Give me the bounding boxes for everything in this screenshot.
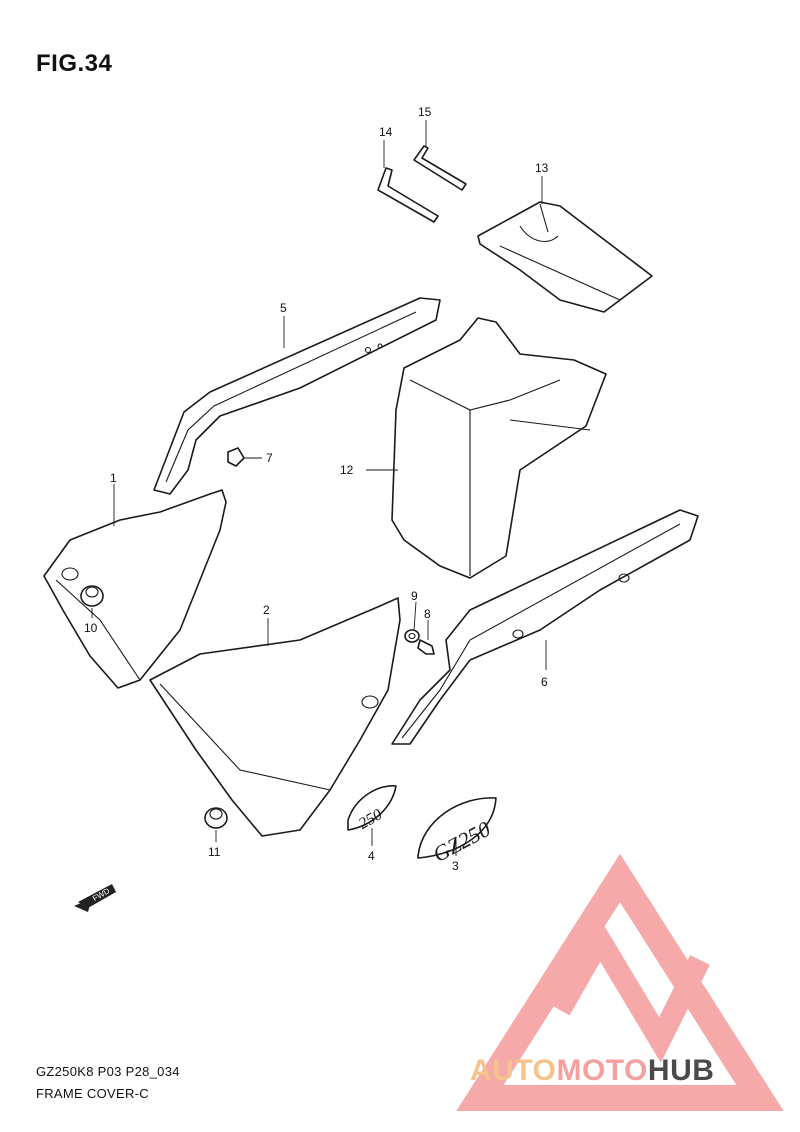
part-15-hex-wrench-small bbox=[413, 145, 467, 191]
part-8-bolt bbox=[417, 639, 435, 655]
callout-2: 2 bbox=[263, 603, 270, 617]
part-9-washer bbox=[404, 629, 420, 643]
part-12-tool-box bbox=[391, 317, 607, 579]
callout-8: 8 bbox=[424, 607, 431, 621]
model-code: GZ250K8 P03 P28_034 bbox=[36, 1064, 180, 1079]
fwd-direction-marker: FWD bbox=[74, 884, 116, 912]
part-7-rubber-cap bbox=[227, 447, 245, 467]
callout-labels: 14 15 13 5 7 12 1 10 2 9 8 6 11 4 3 bbox=[84, 105, 549, 873]
callout-12: 12 bbox=[340, 463, 354, 477]
svg-text:AUTOMOTOHUB: AUTOMOTOHUB bbox=[470, 1054, 714, 1087]
part-14-hex-wrench-large bbox=[377, 167, 439, 223]
callout-9: 9 bbox=[411, 589, 418, 603]
figure-title: FIG.34 bbox=[36, 50, 113, 77]
callout-11: 11 bbox=[208, 845, 221, 859]
watermark-text-moto: MOTO bbox=[556, 1054, 647, 1087]
part-2-side-cover-lower bbox=[149, 597, 401, 837]
part-1-side-cover-left bbox=[43, 489, 227, 689]
watermark-text-auto: AUTO bbox=[470, 1054, 556, 1087]
callout-13: 13 bbox=[535, 161, 549, 175]
part-6-frame-cover-strip bbox=[391, 509, 699, 745]
watermark-logo bbox=[456, 853, 784, 1111]
callout-5: 5 bbox=[280, 301, 287, 315]
watermark-text-hub: HUB bbox=[648, 1054, 715, 1087]
part-11-grommet bbox=[204, 807, 228, 829]
part-4-emblem-250: 250 bbox=[347, 785, 397, 833]
watermark-text: AUTOMOTOHUB bbox=[470, 1054, 714, 1087]
leader-lines bbox=[91, 120, 547, 856]
section-name: FRAME COVER-C bbox=[36, 1086, 149, 1101]
callout-4: 4 bbox=[368, 849, 375, 863]
callout-7: 7 bbox=[266, 451, 273, 465]
callout-10: 10 bbox=[84, 621, 98, 635]
part-13-tool-bag bbox=[477, 201, 653, 313]
watermark-m-shape bbox=[550, 918, 710, 1063]
callout-6: 6 bbox=[541, 675, 548, 689]
callout-15: 15 bbox=[418, 105, 432, 119]
part-3-emblem-gz250: GZ250 bbox=[417, 797, 497, 867]
part-5-frame-cover-strip bbox=[153, 297, 441, 495]
callout-3: 3 bbox=[452, 859, 459, 873]
callout-14: 14 bbox=[379, 125, 393, 139]
callout-1: 1 bbox=[110, 471, 117, 485]
part-10-grommet bbox=[80, 585, 104, 607]
